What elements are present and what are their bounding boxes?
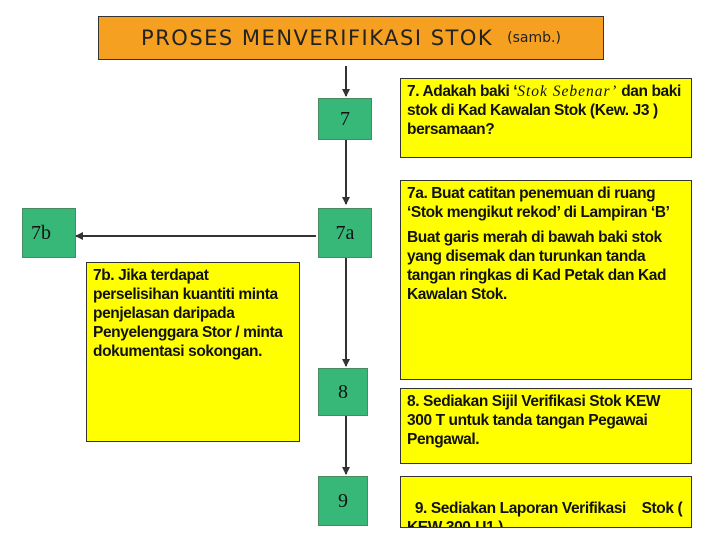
note-7-text-italic: Stok Sebenar’ [517,83,618,100]
note-step-9: 9. Sediakan Laporan Verifikasi Stok ( KE… [400,476,692,528]
step-7a-box: 7a [318,208,372,258]
note-7a-paragraph-1: 7a. Buat catitan penemuan di ruang ‘Stok… [407,185,670,221]
note-step-8: 8. Sediakan Sijil Verifikasi Stok KEW 30… [400,388,692,464]
step-9-box: 9 [318,476,368,526]
note-7b-text: 7b. Jika terdapat perselisihan kuantiti … [93,267,283,360]
step-8-label: 8 [338,380,348,403]
step-7a-label: 7a [335,221,355,244]
step-7-label: 7 [340,107,350,130]
note-7-text-a: 7. Adakah baki ‘ [407,83,518,100]
note-step-7b: 7b. Jika terdapat perselisihan kuantiti … [86,262,300,442]
note-8-text: 8. Sediakan Sijil Verifikasi Stok KEW 30… [407,393,661,448]
note-step-7: 7. Adakah baki ‘Stok Sebenar’ dan baki s… [400,78,692,158]
note-7a-paragraph-2: Buat garis merah di bawah baki stok yang… [407,229,667,303]
step-7-box: 7 [318,98,372,140]
page-title: PROSES MENVERIFIKASI STOK (samb.) [98,16,604,60]
step-8-box: 8 [318,368,368,416]
note-9-text: 9. Sediakan Laporan Verifikasi Stok ( KE… [407,500,687,528]
note-7-text-b: dan baki stok di Kad Kawalan Stok (Kew. … [407,83,681,138]
step-7b-box: 7b [22,208,76,258]
step-9-label: 9 [338,489,348,512]
title-main-text: PROSES MENVERIFIKASI STOK [141,26,494,50]
step-7b-label: 7b [31,221,51,244]
title-sub-text: (samb.) [507,30,561,46]
note-step-7a: 7a. Buat catitan penemuan di ruang ‘Stok… [400,180,692,380]
